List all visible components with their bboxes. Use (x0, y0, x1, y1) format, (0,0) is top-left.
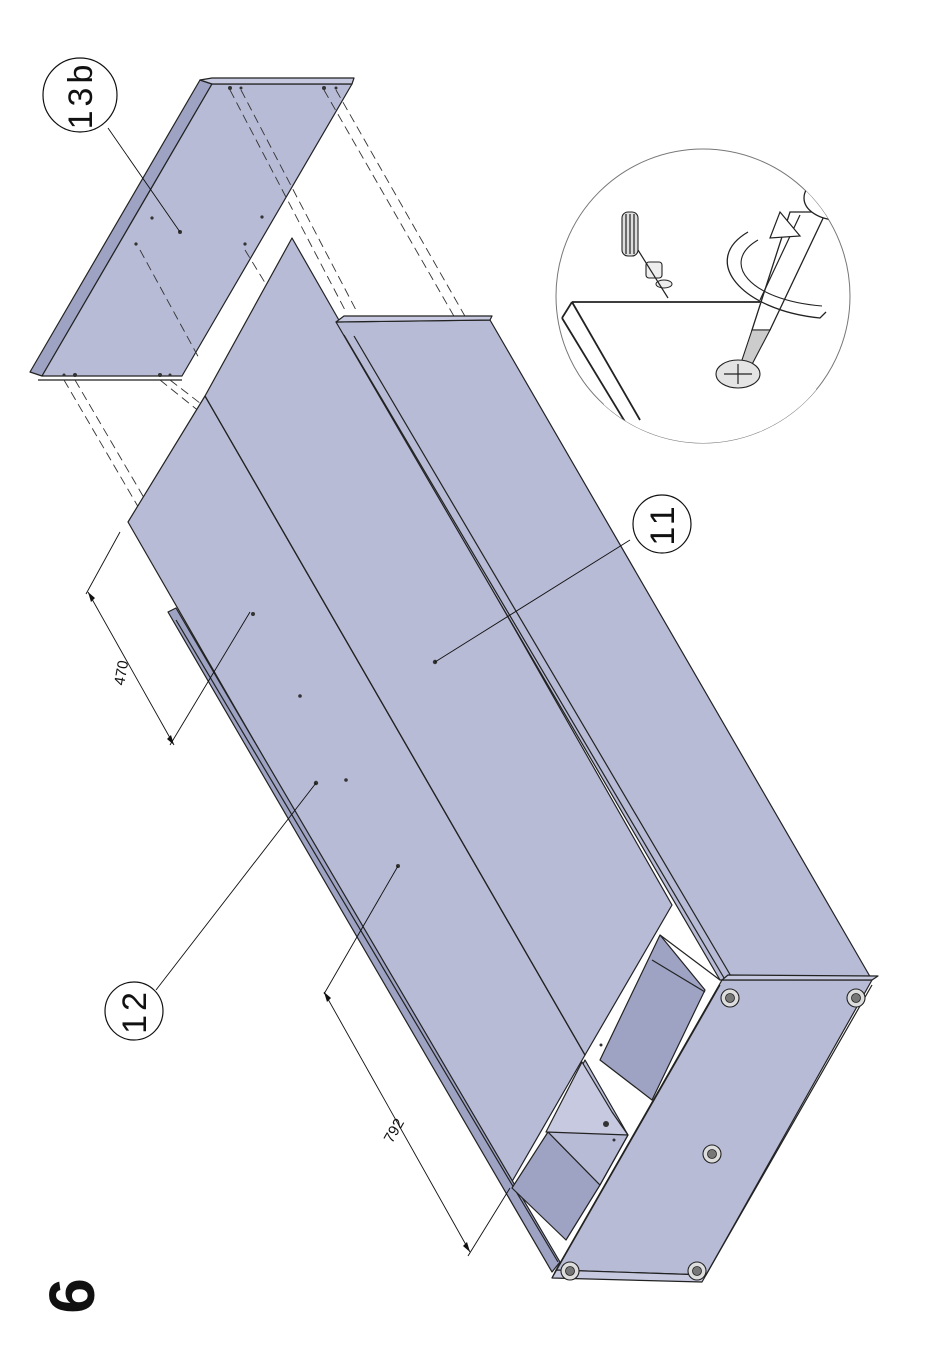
foot-icon (688, 1262, 706, 1280)
dimension-792-label: 792 (381, 1116, 408, 1146)
step-number: 6 (36, 1278, 108, 1314)
foot-icon (703, 1145, 721, 1163)
screw-detail (556, 149, 900, 520)
foot-icon (847, 989, 865, 1007)
callout-13b-label: 13b (62, 61, 100, 130)
callout-12-label: 12 (116, 988, 154, 1034)
step-number-label: 6 (36, 1278, 108, 1314)
callout-11-label: 11 (644, 502, 682, 545)
foot-icon (561, 1262, 579, 1280)
foot-icon (721, 989, 739, 1007)
dimension-470-label: 470 (111, 659, 132, 687)
callout-12: 12 (105, 783, 316, 1040)
